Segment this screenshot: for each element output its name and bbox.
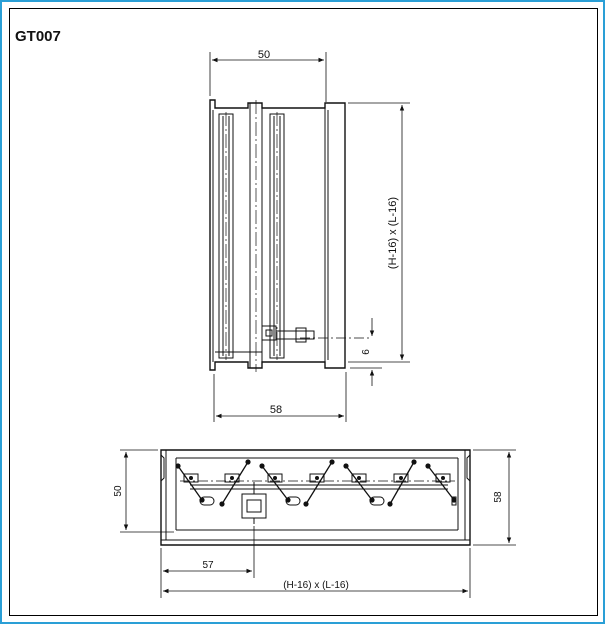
side-bottom-width: 58 bbox=[270, 404, 282, 416]
side-height-label: (H-16) x (L-16) bbox=[387, 197, 399, 269]
bottom-view bbox=[160, 449, 471, 546]
side-view-dimensions bbox=[209, 52, 410, 422]
diagram-border bbox=[9, 8, 598, 616]
side-top-width: 50 bbox=[258, 49, 270, 61]
bottom-width-label: (H-16) x (L-16) bbox=[283, 580, 349, 591]
side-small-offset: 6 bbox=[361, 349, 372, 355]
bottom-offset: 57 bbox=[202, 560, 214, 571]
bottom-view-dimensions bbox=[120, 449, 516, 598]
bottom-view-pivots bbox=[175, 459, 457, 507]
product-code: GT007 bbox=[15, 28, 61, 45]
bottom-right-height: 58 bbox=[493, 491, 504, 503]
side-view bbox=[209, 99, 372, 372]
bottom-left-height: 50 bbox=[113, 485, 124, 497]
